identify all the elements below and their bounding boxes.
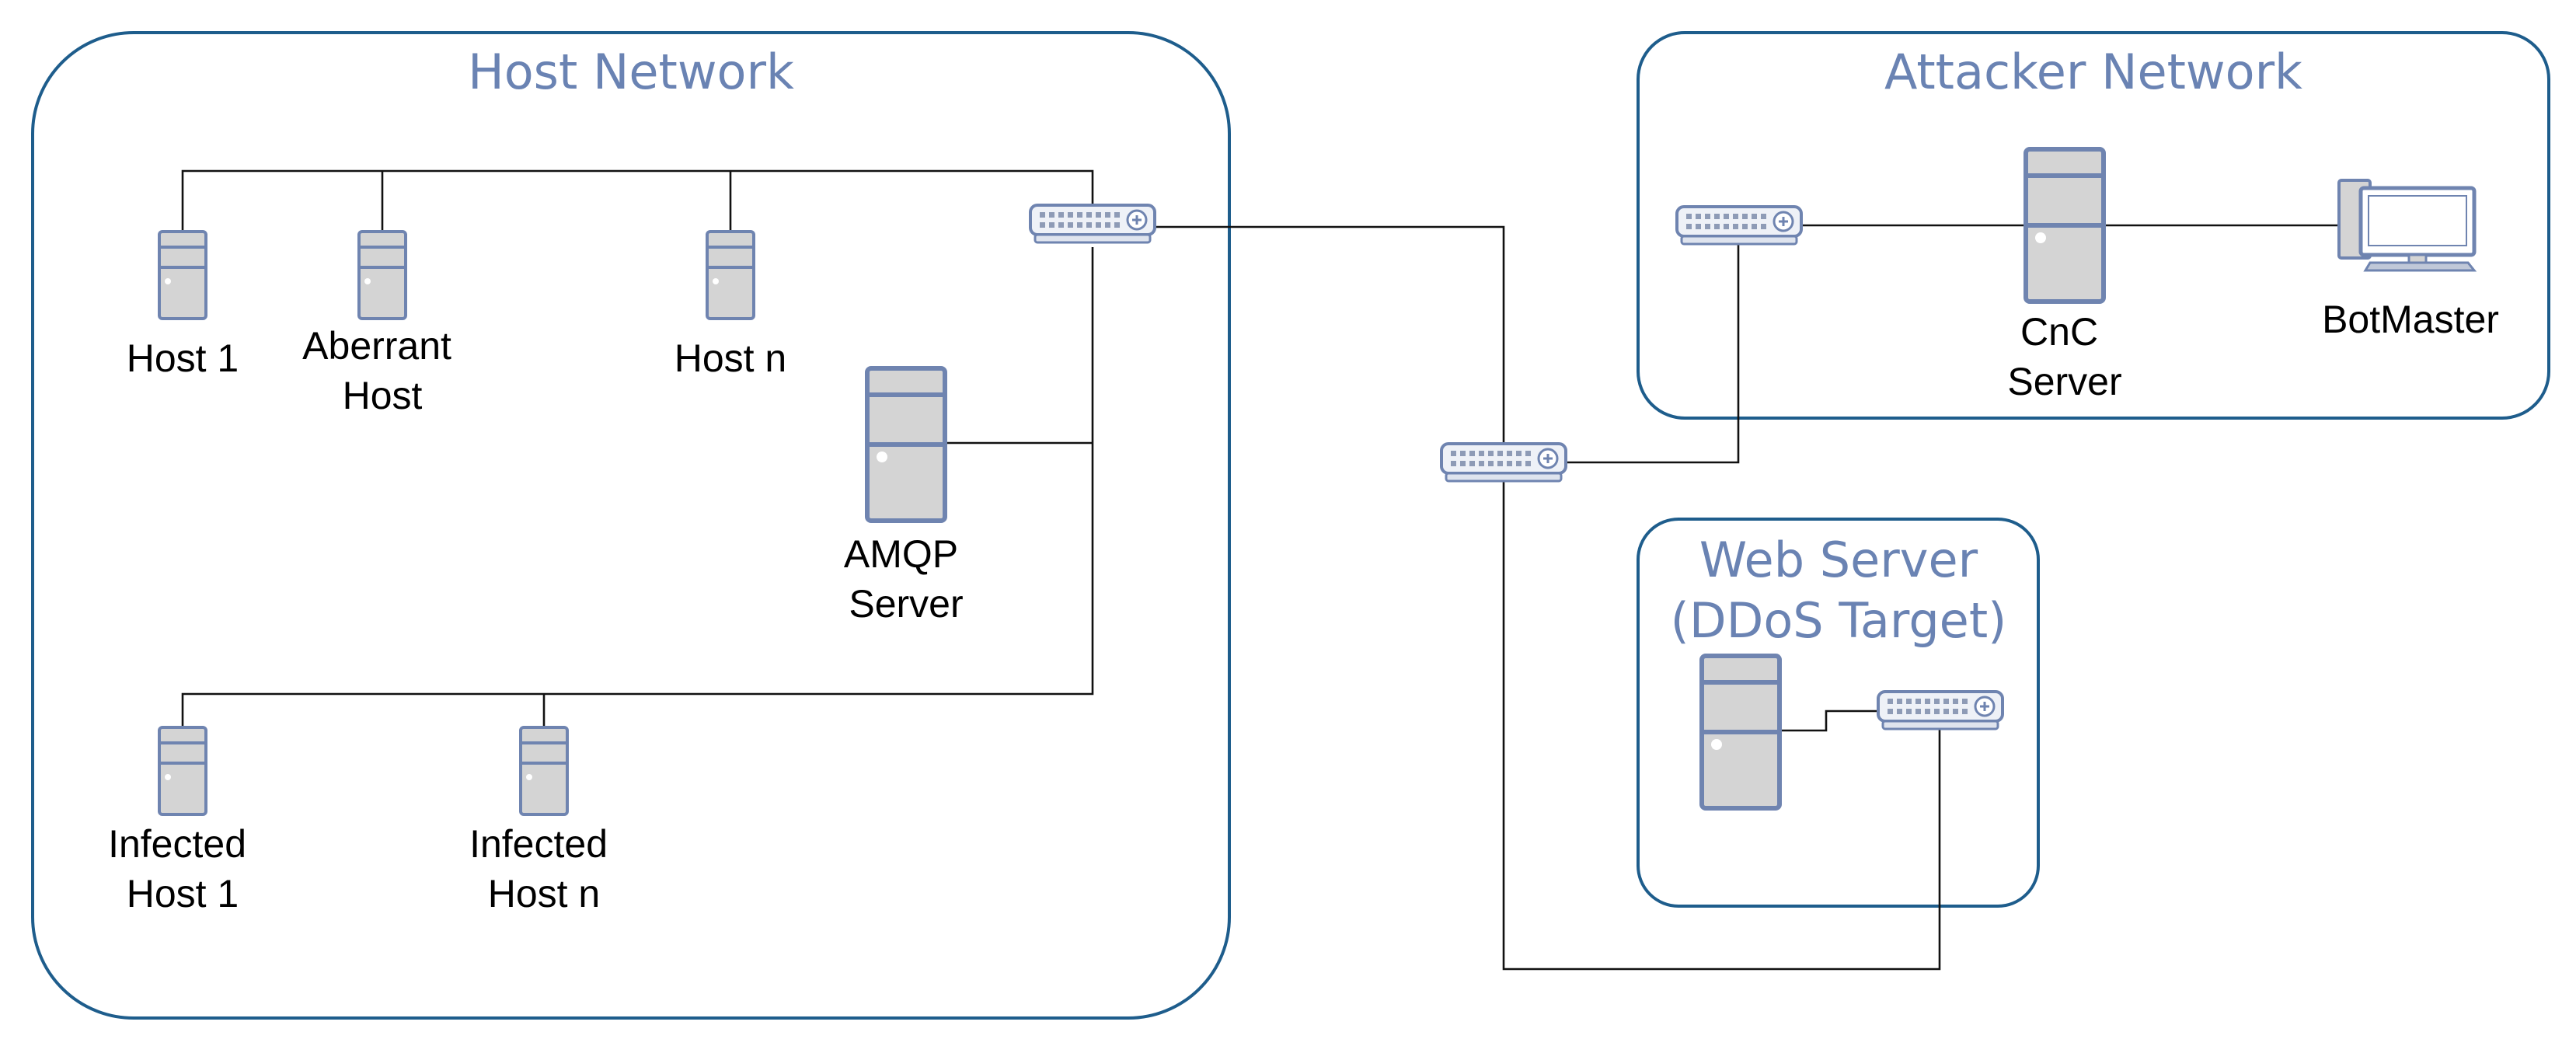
server-icon[interactable] — [357, 230, 407, 320]
server-icon[interactable] — [867, 368, 945, 521]
attacker-network-zone — [1637, 31, 2550, 420]
host-1-label: Host 1 — [127, 336, 239, 380]
amqp-server-label: AMQP Server — [844, 532, 968, 626]
network-switch-icon[interactable] — [1877, 690, 2004, 730]
web-server-zone — [1637, 518, 2040, 908]
web-server-title: Web Server — [1699, 532, 1978, 588]
host-network-title: Host Network — [468, 44, 794, 100]
network-switch-icon[interactable] — [1675, 205, 1803, 246]
attacker-network-title: Attacker Network — [1884, 44, 2302, 100]
server-icon[interactable] — [706, 230, 755, 320]
network-switch-icon[interactable] — [1029, 204, 1156, 244]
cnc-server-label: CnC Server — [2007, 310, 2121, 403]
aberrant-host-label: Aberrant Host — [302, 324, 462, 417]
server-icon[interactable] — [519, 726, 569, 816]
server-icon[interactable] — [1702, 656, 1779, 808]
infected-host-n-label: Infected Host n — [469, 822, 619, 915]
host-n-label: Host n — [675, 336, 787, 380]
host-network-zone — [31, 31, 1231, 1020]
network-switch-icon[interactable] — [1440, 442, 1567, 483]
infected-host-1-label: Infected Host 1 — [108, 822, 257, 915]
server-icon[interactable] — [2026, 149, 2104, 302]
server-icon[interactable] — [158, 726, 207, 816]
web-server-subtitle: (DDoS Target) — [1671, 592, 2007, 649]
botmaster-label: BotMaster — [2322, 298, 2499, 341]
server-icon[interactable] — [158, 230, 207, 320]
network-links — [181, 169, 2358, 971]
desktop-computer-icon[interactable] — [2339, 180, 2474, 270]
